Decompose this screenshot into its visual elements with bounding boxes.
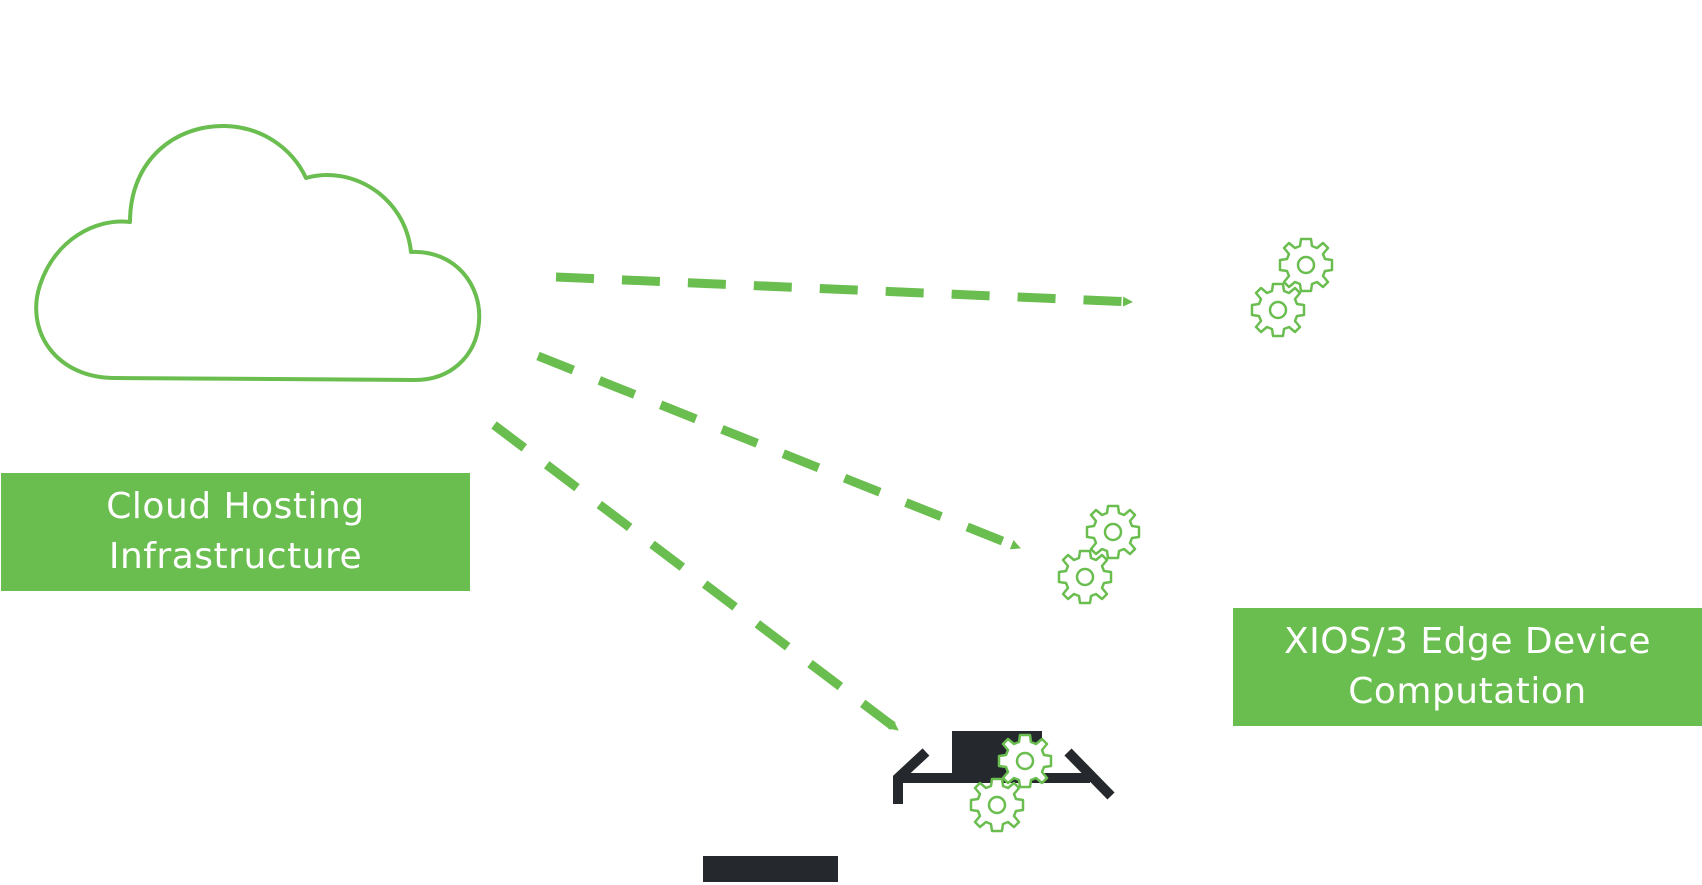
cloud-label-line-1: Cloud Hosting [106,486,365,527]
cloud-label-line-2: Infrastructure [108,536,363,577]
gear-icon [1085,504,1141,560]
arrow-to-top-gears [555,272,1133,307]
cloud-hosting-label: Cloud Hosting Infrastructure [1,473,470,591]
gear-pair-top [1250,237,1334,338]
edge-computation-label: XIOS/3 Edge Device Computation [1233,608,1702,726]
arrow-to-middle-gears [536,351,1022,553]
edge-device-icon [703,731,1115,882]
arrow-to-device [491,421,901,734]
gear-icon [1057,549,1113,605]
gear-icon [997,733,1053,789]
gear-icon [1278,237,1334,293]
gear-icon [1250,282,1306,338]
cloud-icon [34,123,482,382]
gear-icon [969,777,1025,833]
gear-pair-middle [1057,504,1141,605]
edge-label-line-2: Computation [1348,671,1587,712]
edge-label-line-1: XIOS/3 Edge Device [1283,621,1652,662]
